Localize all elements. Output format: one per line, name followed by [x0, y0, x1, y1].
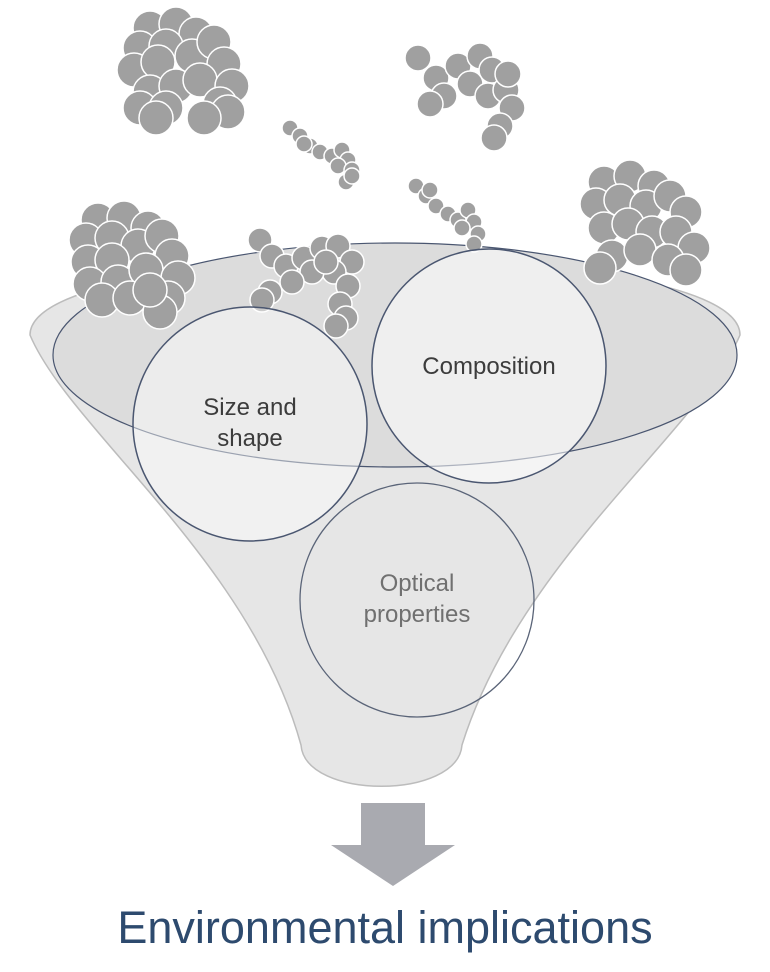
- particle: [494, 60, 522, 88]
- particle: [623, 233, 657, 267]
- particle: [186, 100, 222, 136]
- optical-circle: [299, 482, 535, 718]
- composition-group: Composition: [371, 248, 607, 484]
- particle: [416, 90, 444, 118]
- composition-label: Composition: [422, 353, 555, 380]
- particle: [132, 272, 168, 308]
- particle: [138, 100, 174, 136]
- particle: [453, 219, 471, 237]
- particle: [313, 249, 339, 275]
- particle-aggregate-small-2: [407, 177, 487, 253]
- particle: [404, 44, 432, 72]
- particle: [427, 197, 445, 215]
- particle: [421, 181, 439, 199]
- particle: [295, 135, 313, 153]
- particle-aggregates: [68, 6, 711, 339]
- size-shape-label-line2: shape: [217, 425, 282, 452]
- particle-aggregate-center: [247, 227, 365, 339]
- particle-aggregate-top-left: [116, 6, 250, 136]
- optical-label-line1: Optical: [380, 570, 455, 597]
- optical-group: Optical properties: [299, 482, 535, 718]
- particle-aggregate-small-1: [281, 119, 361, 191]
- particle-aggregate-top-right: [404, 42, 526, 152]
- particle: [323, 313, 349, 339]
- optical-label-line2: properties: [364, 601, 471, 628]
- particle-aggregate-right: [579, 159, 711, 287]
- size-shape-circle: [132, 306, 368, 542]
- particle: [480, 124, 508, 152]
- particle-aggregate-left: [68, 200, 196, 330]
- size-shape-group: Size and shape: [132, 306, 368, 542]
- particle: [343, 167, 361, 185]
- down-arrow-icon: [331, 803, 455, 886]
- size-shape-label-line1: Size and: [203, 394, 296, 421]
- environmental-implications-label: Environmental implications: [117, 902, 653, 953]
- particle: [249, 287, 275, 313]
- particle: [583, 251, 617, 285]
- particle: [669, 253, 703, 287]
- composition-circle: [371, 248, 607, 484]
- particle: [279, 269, 305, 295]
